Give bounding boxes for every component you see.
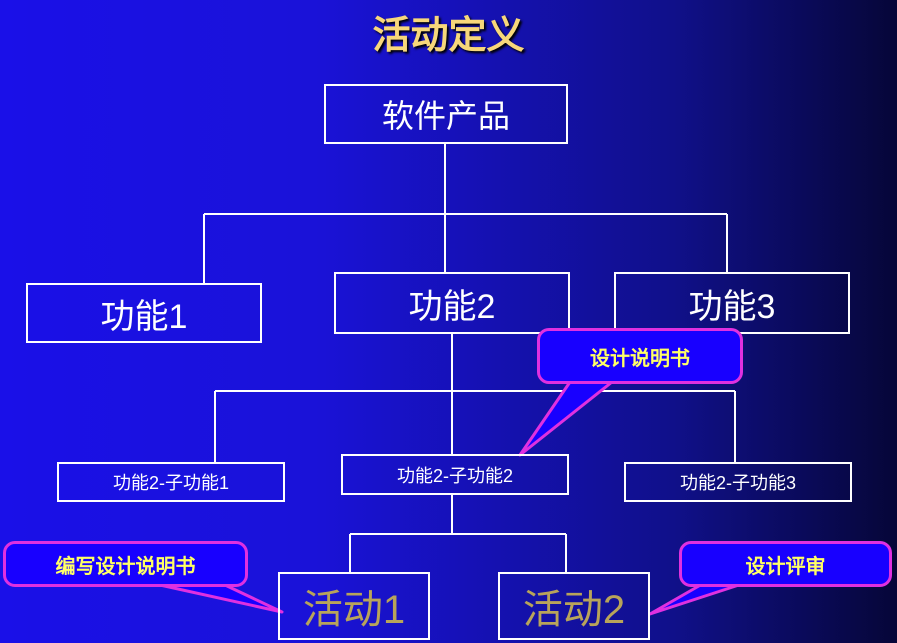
function-node-3: 功能3 <box>614 272 850 334</box>
diagram-title: 活动定义 <box>372 13 525 57</box>
function-label: 功能1 <box>100 297 188 336</box>
root-node: 软件产品 <box>324 84 568 144</box>
function-node-1: 功能1 <box>26 283 262 343</box>
callout-tail-write-design-spec <box>158 583 284 614</box>
subfunction-label: 功能2-子功能1 <box>112 473 229 493</box>
function-label: 功能3 <box>688 287 776 326</box>
activity-label: 活动1 <box>302 588 406 632</box>
function-node-2: 功能2 <box>334 272 570 334</box>
activity-label: 活动2 <box>522 588 626 632</box>
callout-label: 设计评审 <box>745 553 826 578</box>
activity-node-1: 活动1 <box>278 572 430 640</box>
activity-node-2: 活动2 <box>498 572 650 640</box>
callout-label: 编写设计说明书 <box>55 553 196 578</box>
subfunction-node-1: 功能2-子功能1 <box>57 462 285 502</box>
subfunction-label: 功能2-子功能2 <box>396 465 513 486</box>
callout-label: 设计说明书 <box>590 345 690 370</box>
callout-write-design-spec: 编写设计说明书 <box>3 541 248 587</box>
subfunction-node-2: 功能2-子功能2 <box>341 454 569 495</box>
subfunction-label: 功能2-子功能3 <box>679 473 796 493</box>
subfunction-node-3: 功能2-子功能3 <box>624 462 852 502</box>
function-label: 功能2 <box>408 287 496 326</box>
root-label: 软件产品 <box>381 98 510 134</box>
callout-design-review: 设计评审 <box>679 541 892 587</box>
callout-tail-design-review <box>648 581 747 616</box>
callout-tail-design-spec <box>518 380 614 457</box>
callout-design-spec: 设计说明书 <box>537 328 743 384</box>
